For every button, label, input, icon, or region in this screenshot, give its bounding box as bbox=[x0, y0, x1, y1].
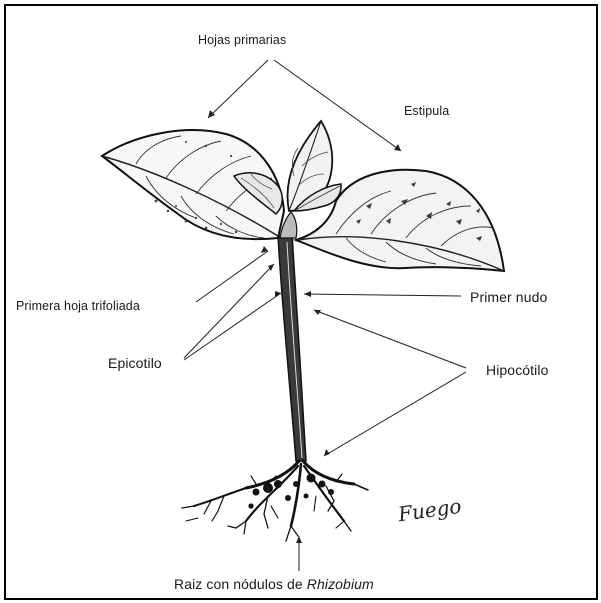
label-epicotyl: Epicotilo bbox=[108, 355, 162, 371]
leader-epicotyl-2 bbox=[184, 293, 281, 360]
label-stipule: Estipula bbox=[404, 103, 449, 119]
label-first-node: Primer nudo bbox=[470, 289, 547, 305]
label-hypocotyl: Hipocótilo bbox=[486, 362, 548, 378]
leader-hypocotyl-1 bbox=[314, 310, 466, 368]
leader-primary-leaf-left bbox=[208, 60, 268, 118]
label-primary-leaves: Hojas primarias bbox=[198, 32, 286, 48]
leader-hypocotyl-2 bbox=[324, 372, 466, 456]
diagram-frame: Hojas primarias Estipula Primera hoja tr… bbox=[4, 4, 598, 600]
label-root-prefix: Raiz con nódulos de bbox=[174, 576, 307, 592]
stem bbox=[278, 234, 306, 461]
label-root-nodules: Raiz con nódulos de Rhizobium bbox=[174, 576, 374, 592]
label-root-italic: Rhizobium bbox=[307, 576, 374, 592]
label-first-trifoliate: Primera hoja trifoliada bbox=[16, 298, 140, 314]
leader-first-trifoliate bbox=[196, 251, 268, 302]
root-system bbox=[182, 461, 368, 541]
leader-primary-leaf-right bbox=[274, 60, 401, 151]
leader-first-node bbox=[304, 294, 461, 296]
